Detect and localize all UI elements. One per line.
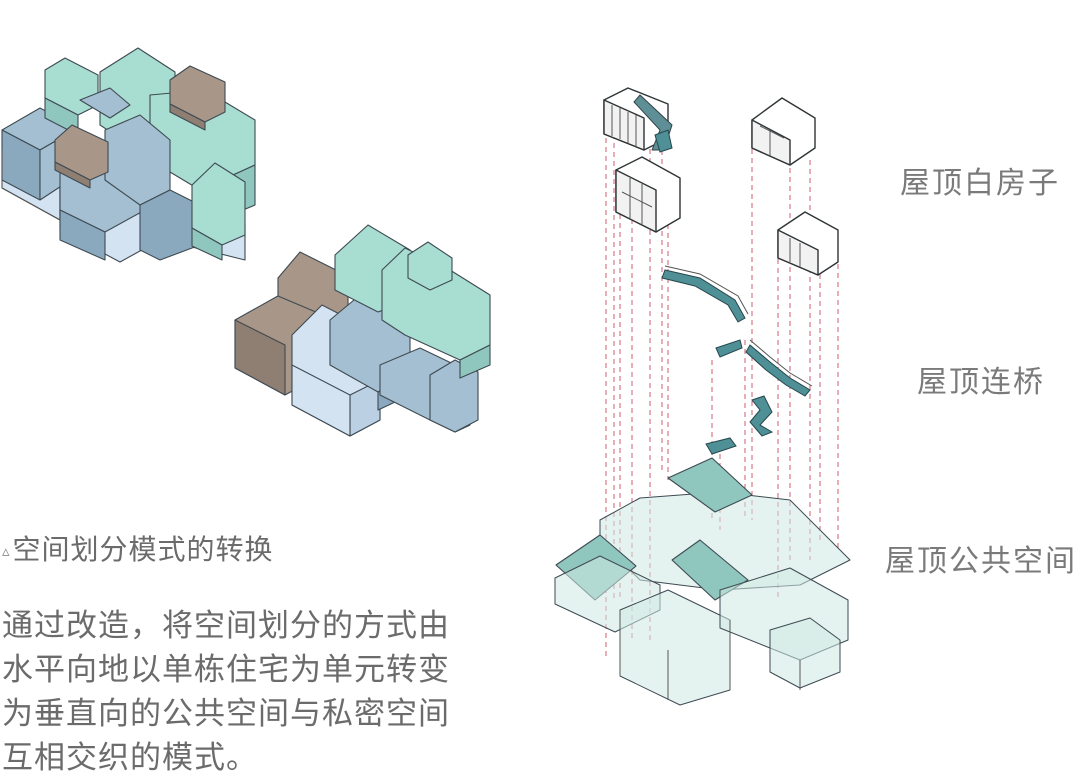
caption-title: 空间划分模式的转换 [12,533,274,566]
exploded-stack [554,87,851,706]
description-line: 互相交织的模式。 [2,740,258,776]
roof-house-3 [751,97,816,166]
description-line: 为垂直向的公共空间与私密空间 [2,696,450,732]
layer-label-roof-public-space: 屋顶公共空间 [885,544,1077,579]
diagram-caption: ▵空间划分模式的转换 [2,528,274,568]
layer-label-roof-white-houses: 屋顶白房子 [900,166,1060,201]
description-text: 通过改造，将空间划分的方式由 水平向地以单栋住宅为单元转变 为垂直向的公共空间与… [2,604,472,780]
roof-bridges [661,265,813,455]
roof-house-2 [615,156,681,233]
roof-house-1 [603,87,673,153]
description-line: 通过改造，将空间划分的方式由 [2,608,450,644]
massing-after [234,224,491,437]
description-line: 水平向地以单栋住宅为单元转变 [2,652,450,688]
roof-public-space [554,457,851,706]
layer-label-roof-bridges: 屋顶连桥 [917,365,1045,400]
roof-house-4 [777,211,839,276]
massing-before [1,47,256,263]
triangle-marker-icon: ▵ [2,542,11,560]
